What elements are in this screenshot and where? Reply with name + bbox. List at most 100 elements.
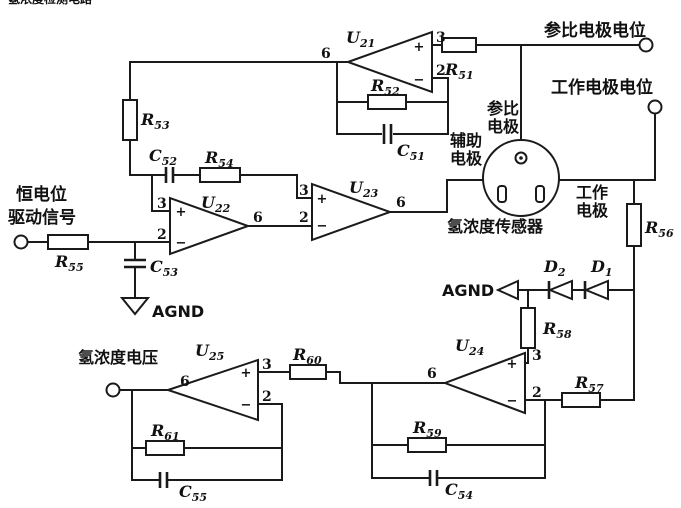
resistor-r58 (520, 307, 536, 349)
capacitor-c54 (428, 470, 439, 486)
label-sensor-name: 氢浓度传感器 (447, 217, 544, 236)
label-ref-electrode-line1: 参比 (487, 99, 519, 118)
u25-pin6-label: 6 (180, 374, 190, 390)
opamp-u25 (164, 358, 259, 422)
terminal-ref-potential (638, 37, 654, 53)
circuit-labels: 参比电极电位 工作电极电位 恒电位 驱动信号 氢浓度电压 AGND AGND 氢… (8, 20, 674, 504)
label-d2: D2 (543, 257, 566, 279)
agnd-ground-symbol-right (495, 279, 519, 301)
u23-plus-sign: + (317, 192, 328, 207)
net-drive-input (26, 241, 171, 299)
u25-pin2-label: 2 (262, 389, 272, 405)
circuit-wires (26, 44, 656, 481)
auxiliary-electrode-symbol (497, 185, 507, 203)
label-ref-electrode-potential: 参比电极电位 (544, 20, 646, 41)
u22-minus-sign: − (176, 236, 187, 251)
label-drive-signal-line2: 驱动信号 (8, 207, 76, 228)
u25-pins: 3 2 6 + − (180, 357, 272, 413)
opamp-u24 (442, 351, 526, 415)
label-ref-electrode-line2: 电极 (487, 117, 520, 136)
resistor-r60 (289, 364, 327, 380)
resistor-r55 (47, 234, 89, 250)
label-agnd-right: AGND (442, 281, 494, 300)
label-r61: R61 (150, 421, 180, 443)
u21-pin2-label: 2 (436, 63, 446, 79)
circuit-components (13, 30, 663, 488)
resistor-r52 (367, 94, 407, 110)
hydrogen-sensor-body (482, 139, 560, 217)
label-c54: C54 (445, 480, 473, 502)
label-working-electrode-potential: 工作电极电位 (551, 77, 653, 98)
diode-d1 (583, 279, 609, 301)
terminal-work-potential (647, 99, 663, 115)
label-agnd-left: AGND (152, 302, 204, 321)
cropped-caption-text: 氢浓度检测电路 (8, 0, 93, 6)
agnd-ground-symbol-left (119, 297, 151, 316)
u23-pins: 3 2 6 + − (299, 183, 406, 234)
label-c51: C51 (397, 141, 425, 163)
label-c53: C53 (150, 257, 178, 279)
u22-pins: 3 2 6 + − (157, 196, 263, 251)
label-u23: U23 (349, 178, 379, 200)
label-work-electrode-line2: 电极 (576, 201, 609, 220)
label-h2-voltage: 氢浓度电压 (78, 348, 158, 367)
capacitor-c52 (164, 167, 175, 183)
label-u21: U21 (346, 28, 375, 50)
u21-plus-sign: + (414, 40, 425, 55)
u22-pin3-label: 3 (157, 196, 167, 212)
u22-pin2-label: 2 (157, 227, 167, 243)
resistor-r59 (407, 437, 447, 453)
u21-pin3-label: 3 (436, 30, 446, 46)
u25-minus-sign: − (241, 398, 252, 413)
label-r52: R52 (370, 76, 400, 98)
label-u25: U25 (195, 341, 224, 363)
diode-d2 (547, 279, 573, 301)
label-r57: R57 (574, 373, 604, 395)
label-d1: D1 (590, 257, 613, 279)
label-drive-signal-line1: 恒电位 (16, 184, 67, 205)
u24-plus-sign: + (507, 357, 518, 372)
capacitor-c53 (124, 258, 146, 269)
u25-plus-sign: + (241, 366, 252, 381)
resistor-r53 (122, 99, 138, 141)
terminal-drive-signal (13, 234, 29, 250)
label-r60: R60 (292, 345, 322, 367)
label-work-electrode-line1: 工作 (576, 183, 608, 202)
net-u25-output-feedback (119, 389, 283, 481)
u24-pins: 3 2 6 + − (427, 348, 542, 409)
u24-pin6-label: 6 (427, 366, 437, 382)
capacitor-c55 (158, 472, 169, 488)
label-r56: R56 (644, 218, 674, 240)
working-electrode-symbol (535, 185, 545, 203)
net-u21-top-feedback (336, 44, 641, 153)
capacitor-c51 (382, 124, 393, 144)
u23-pin6-label: 6 (396, 195, 406, 211)
label-c55: C55 (179, 482, 207, 504)
resistor-r51 (441, 37, 477, 53)
u22-plus-sign: + (176, 205, 187, 220)
opamp-u21 (345, 30, 433, 94)
label-r51: R51 (444, 60, 474, 82)
u21-pin6-label: 6 (321, 46, 331, 62)
u21-pins: 3 2 6 + − (321, 30, 446, 88)
label-u22: U22 (201, 193, 231, 215)
net-u24-feedback (257, 371, 546, 479)
label-r55: R55 (54, 252, 84, 274)
resistor-r54 (199, 167, 241, 183)
resistor-r61 (145, 440, 185, 456)
label-aux-electrode-line1: 辅助 (450, 131, 482, 150)
terminal-h2-voltage (105, 382, 121, 398)
u21-minus-sign: − (414, 73, 425, 88)
u22-pin6-label: 6 (253, 210, 263, 226)
net-u21-output-row (129, 61, 349, 212)
label-aux-electrode-line2: 电极 (450, 149, 483, 168)
label-u24: U24 (455, 336, 484, 358)
opamp-u23 (311, 182, 393, 242)
u23-minus-sign: − (317, 219, 328, 234)
label-r59: R59 (412, 418, 442, 440)
u24-pin2-label: 2 (532, 385, 542, 401)
label-c52: C52 (149, 146, 177, 168)
opamp-u22 (169, 196, 251, 256)
